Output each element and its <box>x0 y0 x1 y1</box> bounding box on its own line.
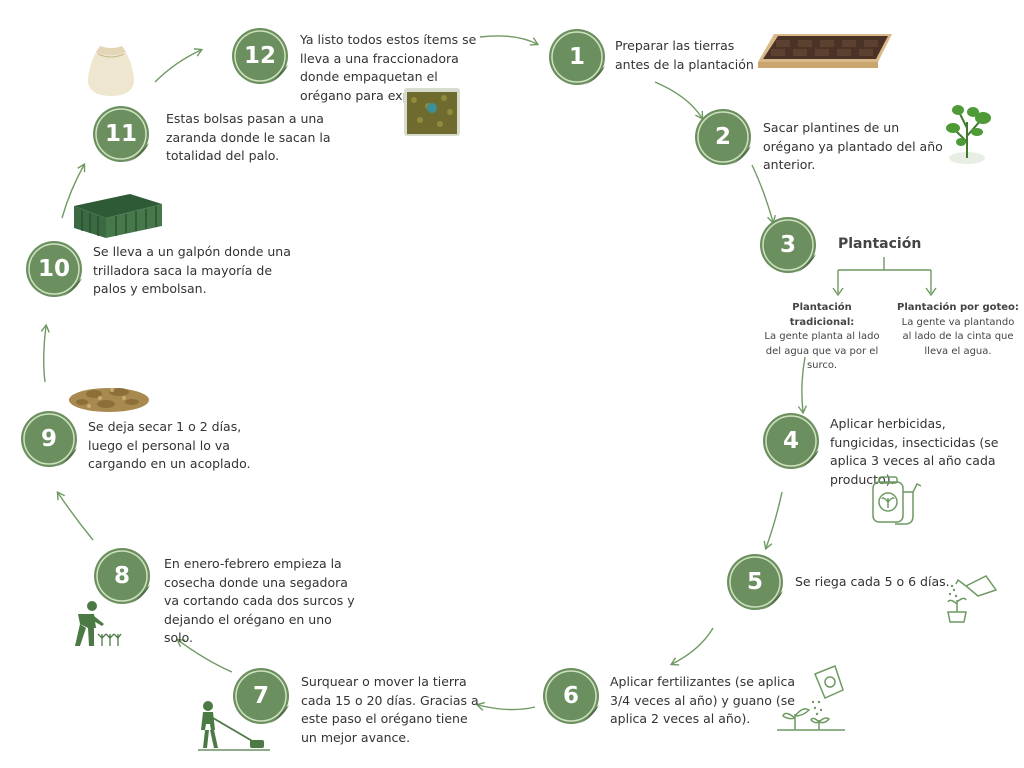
step-2-text: Sacar plantines de un orégano ya plantad… <box>763 120 943 172</box>
arrow-7-to-8 <box>176 638 233 673</box>
arrow-5-to-6 <box>669 627 714 666</box>
plantacion-goteo-text: La gente va plantando al lado de la cint… <box>901 316 1015 357</box>
farmer-mower-icon <box>198 701 270 751</box>
harvester-farmer-icon <box>75 601 122 646</box>
dried-oregano-pile-icon <box>69 388 149 412</box>
plantacion-tradicional-text: La gente planta al lado del agua que va … <box>764 331 880 371</box>
arrow-8-to-9 <box>56 491 94 541</box>
barn-shed-icon <box>74 194 162 238</box>
cloth-bag-icon <box>88 46 134 96</box>
step-8-text: En enero-febrero empieza la cosecha dond… <box>164 556 355 645</box>
arrow-4-to-5 <box>763 491 783 551</box>
step-1-text: Preparar las tierras antes de la plantac… <box>615 38 754 72</box>
step-4-badge: 4 <box>762 412 820 470</box>
arrow-6-to-7 <box>475 701 536 711</box>
arrow-9-to-10 <box>40 323 50 383</box>
arrow-12-to-1 <box>479 35 540 46</box>
arrow-3-to-4 <box>797 356 807 415</box>
arrow-10-to-11 <box>61 162 86 219</box>
step-6-badge: 6 <box>542 667 600 725</box>
step-5-badge: 5 <box>726 553 784 611</box>
step-9-text: Se deja secar 1 o 2 días, luego el perso… <box>88 419 251 471</box>
step-7-text: Surquear o mover la tierra cada 15 o 20 … <box>301 674 479 745</box>
step-9-badge: 9 <box>20 410 78 468</box>
sprayer-tank-icon <box>872 476 922 525</box>
step-5-text: Se riega cada 5 o 6 días. <box>795 574 950 589</box>
arrow-1-to-2 <box>654 81 704 121</box>
step-10-badge: 10 <box>25 240 83 298</box>
plantacion-tradicional: Plantación tradicional: La gente planta … <box>760 301 884 374</box>
step-6-text: Aplicar fertilizantes (se aplica 3/4 vec… <box>610 674 795 726</box>
watering-can-icon <box>947 575 998 623</box>
plantacion-goteo: Plantación por goteo: La gente va planta… <box>896 301 1020 359</box>
oregano-plant-icon <box>946 105 991 164</box>
step-3-badge: 3 <box>759 216 817 274</box>
soil-tray-icon <box>758 34 892 68</box>
step-7-badge: 7 <box>232 667 290 725</box>
step-12-badge: 12 <box>231 27 289 85</box>
step-2-badge: 2 <box>694 108 752 166</box>
step-3-title: Plantación <box>838 236 922 252</box>
step-10-text: Se lleva a un galpón donde una trillador… <box>93 244 291 296</box>
arrow-11-to-12 <box>154 48 204 83</box>
step-11-text: Estas bolsas pasan a una zaranda donde l… <box>166 111 331 163</box>
oregano-package-icon <box>404 88 460 136</box>
arrow-2-to-3 <box>751 164 776 225</box>
plantacion-goteo-title: Plantación por goteo: <box>897 302 1019 313</box>
plantacion-tradicional-title: Plantación tradicional: <box>789 302 855 328</box>
plantacion-connector <box>837 257 932 293</box>
step-12-text: Ya listo todos estos ítems se lleva a un… <box>300 32 477 103</box>
step-8-badge: 8 <box>93 547 151 605</box>
fertilizer-bag-icon <box>777 665 845 731</box>
step-1-badge: 1 <box>548 28 606 86</box>
step-11-badge: 11 <box>92 105 150 163</box>
